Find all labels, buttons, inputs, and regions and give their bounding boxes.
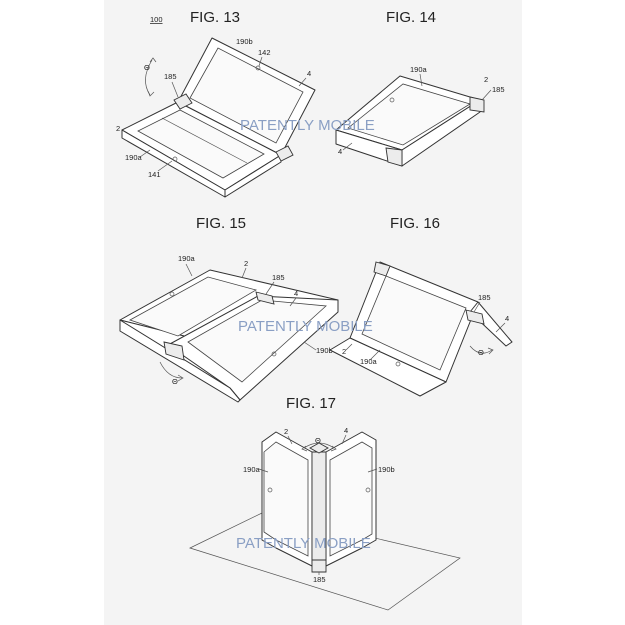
fig17-title: FIG. 17 [286,395,336,412]
fig17-ref-2: 2 [284,427,288,436]
fig13-device [121,37,316,198]
fig16-ref-2: 2 [342,347,346,356]
fig14-ref-185: 185 [492,85,505,94]
fig17-ref-190b: 190b [378,465,395,474]
fig13-ref-theta: Θ [144,63,150,72]
fig14-ref-4: 4 [338,147,342,156]
fig15-device [119,269,339,403]
fig13-ref-4: 4 [307,69,311,78]
fig14-ref-190a: 190a [410,65,428,74]
fig13-ref-185: 185 [164,72,177,81]
fig17-ref-190a: 190a [243,465,261,474]
fig15-ref-190a: 190a [178,254,196,263]
fig13-ref-2: 2 [116,124,120,133]
fig15-title: FIG. 15 [196,215,246,232]
fig14-ref-2: 2 [484,75,488,84]
fig13-ref-142: 142 [258,48,271,57]
fig16-ref-190a: 190a [360,357,378,366]
fig16-ref-theta: Θ [478,348,484,357]
fig13-title: FIG. 13 [190,9,240,26]
fig15-ref-theta: Θ [172,377,178,386]
fig14-device [335,75,485,167]
fig17-ref-theta: Θ [315,436,321,445]
fig16-ref-185: 185 [478,293,491,302]
watermark-1: PATENTLY MOBILE [240,117,375,134]
watermark-3: PATENTLY MOBILE [236,535,371,552]
fig13-ref-190b: 190b [236,37,253,46]
fig13-ref-141: 141 [148,170,161,179]
fig15-ref-2: 2 [244,259,248,268]
fig17-ref-185: 185 [313,575,326,584]
sheet-number: 100 [150,15,163,24]
fig16-ref-4: 4 [505,314,509,323]
watermark-2: PATENTLY MOBILE [238,318,373,335]
fig13-ref-190a: 190a [125,153,143,162]
fig15-ref-190b: 190b [316,346,333,355]
fig16-device [329,261,513,397]
fig14-title: FIG. 14 [386,9,436,26]
fig16-title: FIG. 16 [390,215,440,232]
fig15-ref-185: 185 [272,273,285,282]
fig15-ref-4: 4 [294,289,298,298]
fig17-device [189,431,461,611]
fig17-ref-4: 4 [344,426,348,435]
